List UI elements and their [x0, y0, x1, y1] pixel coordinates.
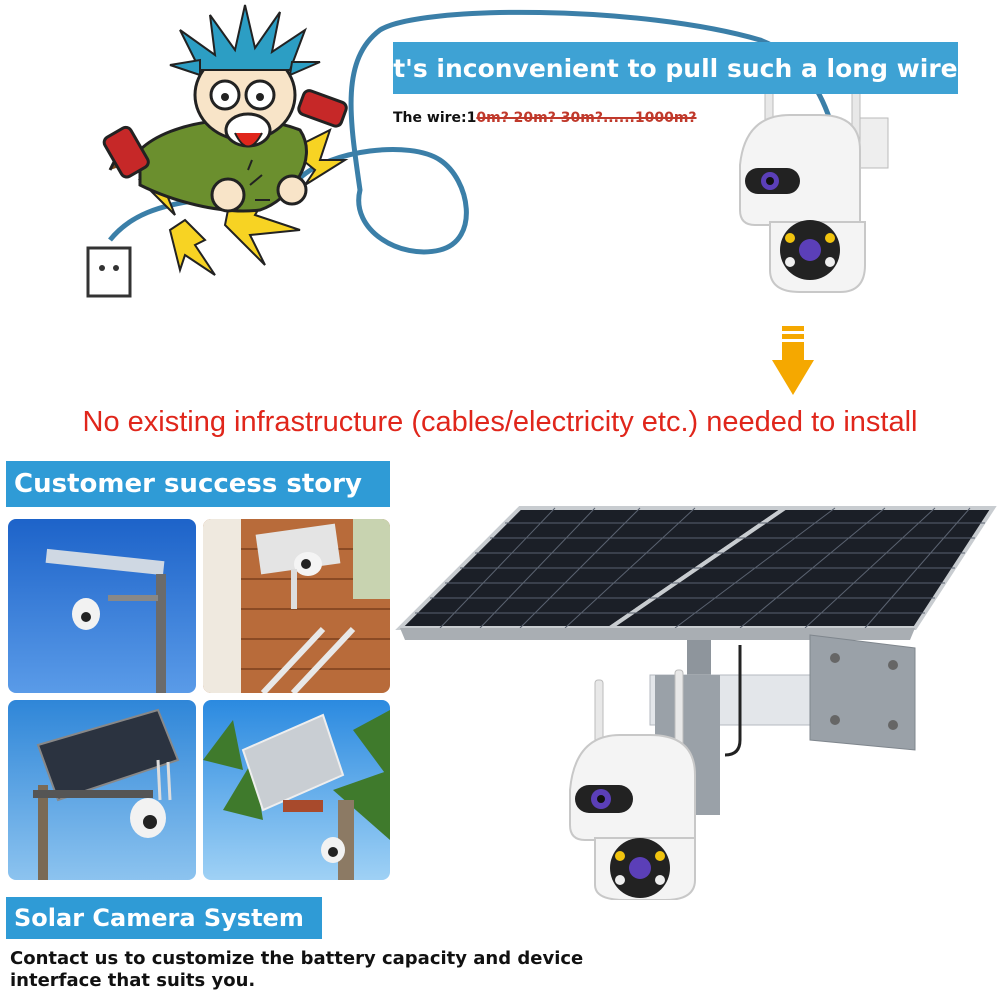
- solar-camera-illustration: [395, 506, 997, 900]
- power-socket-icon: [86, 246, 132, 298]
- customer-photo-4: [203, 700, 390, 880]
- wire-length-text: The wire:10m? 20m? 30m?......1000m?: [393, 110, 697, 126]
- no-infrastructure-headline: No existing infrastructure (cables/elect…: [82, 406, 918, 438]
- wire-length-struck: 0m? 20m? 30m?......1000m?: [476, 110, 697, 126]
- contact-customize-text: Contact us to customize the battery capa…: [10, 948, 584, 991]
- cartoon-shock-illustration: [86, 4, 889, 395]
- solar-panel-icon: [395, 506, 997, 640]
- wire-length-prefix: The wire:1: [393, 110, 477, 126]
- customer-photo-1: [8, 519, 196, 693]
- wire-inconvenience-banner: It's inconvenient to pull such a long wi…: [384, 42, 967, 94]
- customer-photo-2: [203, 519, 390, 693]
- customer-story-label: Customer success story: [6, 461, 390, 507]
- camera-icon: [739, 74, 889, 293]
- solar-system-label: Solar Camera System: [6, 897, 322, 939]
- customer-photo-3: [8, 700, 196, 880]
- down-arrow-icon: [772, 326, 814, 395]
